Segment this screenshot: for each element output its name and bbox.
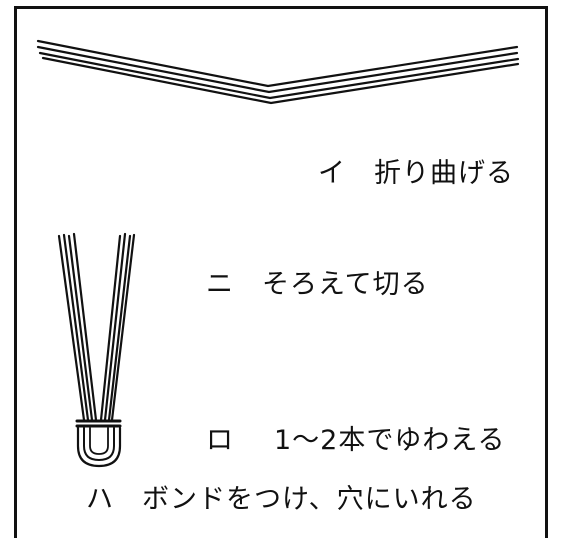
step-ni-mark: ニ xyxy=(206,269,234,300)
v-wire-bundle xyxy=(57,232,136,422)
step-ni-label: ニそろえて切る xyxy=(206,271,429,298)
step-ro-text: 1～2本でゆわえる xyxy=(274,425,506,456)
step-ha-text: ボンドをつけ、穴にいれる xyxy=(142,484,477,515)
step-i-label: イ折り曲げる xyxy=(318,160,514,187)
step-ro-label: ロ 1～2本でゆわえる xyxy=(206,427,506,454)
tied-bundle-end xyxy=(75,419,122,468)
step-i-mark: イ xyxy=(318,158,346,189)
step-ni-text: そろえて切る xyxy=(262,269,429,300)
step-ha-mark: ハ xyxy=(86,484,114,515)
folded-wire-bundle xyxy=(36,39,520,105)
diagram-frame xyxy=(14,6,548,538)
step-i-text: 折り曲げる xyxy=(374,158,514,189)
step-ro-mark: ロ xyxy=(206,425,234,456)
step-ha-label: ハボンドをつけ、穴にいれる xyxy=(86,486,477,513)
